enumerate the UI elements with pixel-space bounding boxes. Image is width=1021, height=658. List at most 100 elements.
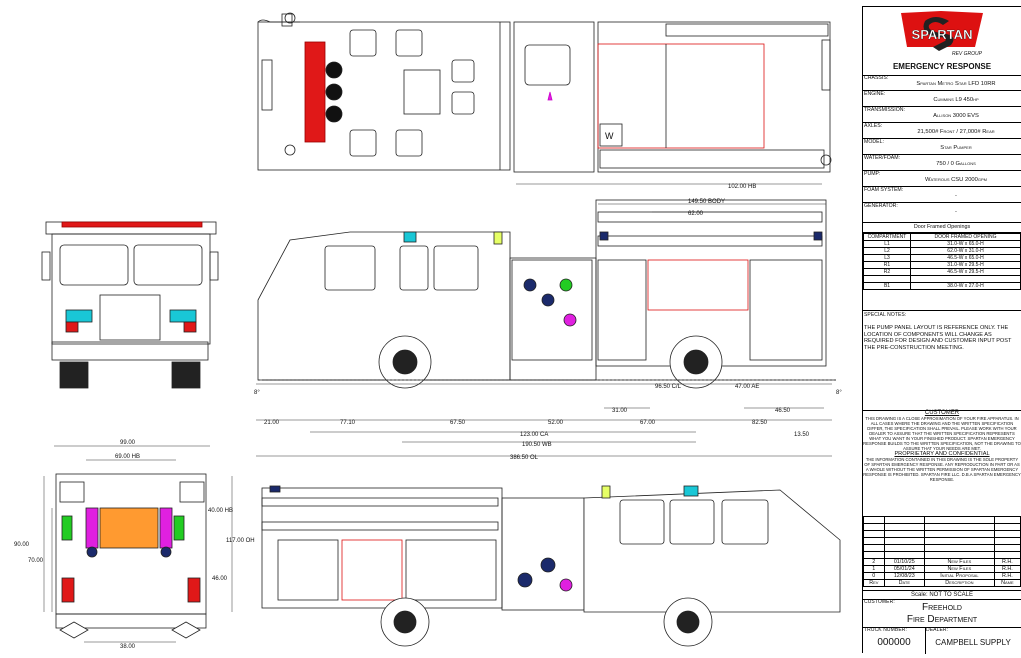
- dim-190: 190.50 WB: [522, 442, 552, 448]
- revision-empty-cell: [863, 523, 885, 531]
- spec-row: Foam System:-: [863, 187, 1021, 203]
- brand-logo: SPARTAN REV GROUP EMERGENCY RESPONSE: [863, 7, 1021, 76]
- revision-empty-cell: [993, 516, 1021, 524]
- dim-rear-99: 99.00: [120, 440, 136, 446]
- revision-empty-cell: [883, 551, 926, 559]
- dealer-box: Dealer: CAMPBELL SUPPLY: [925, 627, 1021, 654]
- revision-empty-cell: [883, 537, 926, 545]
- spec-key: Chassis:: [864, 75, 889, 81]
- top-view: [257, 12, 832, 173]
- customer-notice: CUSTOMER THIS DRAWING IS A CLOSE APPROXI…: [863, 410, 1021, 517]
- revision-cell: New Files: [924, 565, 995, 573]
- spec-row: Model: Star Pumper: [863, 139, 1021, 155]
- spec-row: Axles:21,500# Front / 27,000# Rear: [863, 123, 1021, 139]
- customer-line1: Freehold: [922, 602, 962, 613]
- apparatus-drawing: W: [14, 12, 842, 650]
- spec-value: -: [955, 193, 957, 199]
- dim-52: 52.00: [548, 420, 564, 426]
- revision-empty-cell: [863, 537, 885, 545]
- revision-cell: 0: [863, 572, 885, 580]
- revision-cell: 12/08/23: [883, 572, 926, 580]
- openings-header: Door Framed Opening: [910, 233, 1021, 242]
- truck-label: Truck Number:: [864, 627, 907, 633]
- dim-rear-69: 69.00 HB: [115, 454, 140, 460]
- revision-empty-cell: [993, 544, 1021, 552]
- revision-empty-cell: [924, 551, 995, 559]
- revision-empty-cell: [863, 516, 885, 524]
- revision-cell: 01/10/25: [883, 558, 926, 566]
- spec-row: Generator: -: [863, 203, 1021, 223]
- revision-empty-cell: [924, 544, 995, 552]
- openings-section: Door Framed Openings CompartmentDoor Fra…: [863, 223, 1021, 291]
- spec-key: Engine:: [864, 91, 886, 97]
- revision-empty-cell: [993, 523, 1021, 531]
- brand-group: REV GROUP: [952, 51, 983, 57]
- dim-rear-46: 46.00: [212, 576, 228, 582]
- openings-cell: 31.0-W x 29.5-H: [910, 261, 1021, 270]
- dim-angle-front: 8°: [254, 390, 260, 396]
- spartan-logo-icon: SPARTAN REV GROUP EMERGENCY RESPONSE: [893, 11, 992, 71]
- spec-value: Allison 3000 EVS: [933, 113, 979, 119]
- openings-cell: [863, 275, 911, 284]
- openings-cell: B1: [863, 282, 911, 291]
- revision-cell: 2: [863, 558, 885, 566]
- revision-cell: R.H.: [993, 558, 1021, 566]
- openings-cell: L3: [863, 254, 911, 263]
- revision-empty-row: [863, 551, 1021, 559]
- revision-cell: 1: [863, 565, 885, 573]
- dim-46-5: 46.50: [775, 408, 791, 414]
- title-block: SPARTAN REV GROUP EMERGENCY RESPONSE Cha…: [862, 6, 1021, 654]
- dealer-label: Dealer:: [926, 627, 949, 633]
- front-view: [41, 221, 219, 389]
- spec-value: Waterous CSU 2000gpm: [925, 177, 987, 183]
- spec-list: Chassis: Spartan Metro Star LFD 10RR Engin…: [863, 75, 1021, 223]
- spec-key: Transmission:: [864, 107, 905, 113]
- dim-cl: 96.50 C/L: [655, 384, 682, 390]
- spec-value: -: [955, 209, 957, 215]
- dim-386: 386.50 OL: [510, 455, 539, 461]
- openings-title: Door Framed Openings: [863, 223, 1021, 234]
- customer-notice-title: CUSTOMER: [924, 410, 960, 416]
- dim-13-5: 13.50: [794, 432, 810, 438]
- spec-row: Transmission: Allison 3000 EVS: [863, 107, 1021, 123]
- openings-header: Compartment: [863, 233, 911, 242]
- spec-value: Cummins L9 450hp: [933, 97, 979, 103]
- proprietary-text: THE INFORMATION CONTAINED IN THIS DRAWIN…: [863, 457, 1021, 483]
- spec-key: Generator:: [864, 203, 898, 209]
- revision-cell: R.H.: [993, 572, 1021, 580]
- revision-empty-row: [863, 530, 1021, 538]
- special-notes-text: The pump panel layout is reference only.…: [864, 325, 1012, 351]
- dim-67: 67.00: [640, 420, 656, 426]
- openings-cell: 46.5-W x 29.5-H: [910, 268, 1021, 277]
- spec-row: Pump:Waterous CSU 2000gpm: [863, 171, 1021, 187]
- spec-value: 21,500# Front / 27,000# Rear: [917, 129, 995, 135]
- openings-cell: 62.0-W x 31.0-H: [910, 247, 1021, 256]
- spec-key: Model:: [864, 139, 884, 145]
- truck-number: 000000: [877, 637, 911, 648]
- spec-value: Spartan Metro Star LFD 10RR: [916, 81, 996, 87]
- revision-cell: Initial Proposal: [924, 572, 995, 580]
- rear-view: [55, 473, 207, 639]
- spec-value: Star Pumper: [940, 145, 972, 151]
- revision-cell: New Files: [924, 558, 995, 566]
- openings-cell: [910, 275, 1021, 284]
- spec-row: Water/Foam:750 / 0 Gallons: [863, 155, 1021, 171]
- drawing-svg: W: [14, 12, 842, 650]
- revision-empty-row: [863, 516, 1021, 524]
- openings-cell: L1: [863, 240, 911, 249]
- openings-row: [863, 275, 1021, 284]
- customer-notice-text: THIS DRAWING IS A CLOSE APPROXIMATION OF…: [863, 416, 1021, 452]
- revision-header: Name: [993, 579, 1021, 587]
- revision-empty-cell: [993, 551, 1021, 559]
- dim-body: 149.50 BODY: [688, 199, 725, 205]
- revision-empty-cell: [924, 523, 995, 531]
- revision-header: Description: [924, 579, 995, 587]
